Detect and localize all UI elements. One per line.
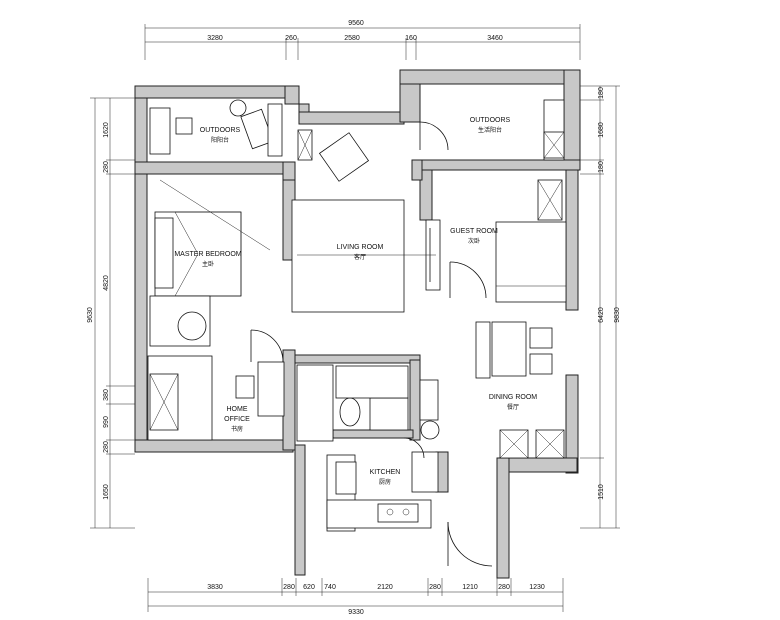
bottom-dim-5: 2120 — [377, 584, 393, 591]
entry-door-swing — [447, 521, 493, 567]
right-dim-4: 6420 — [598, 307, 605, 323]
walls — [134, 69, 581, 579]
kitchen-label: KITCHEN — [370, 469, 401, 476]
right-dim-2: 1680 — [598, 122, 605, 138]
right-dim-5: 1510 — [598, 484, 605, 500]
left-dim-1: 1620 — [103, 122, 110, 138]
left-dim-3: 4820 — [103, 275, 110, 291]
bottom-dim-7: 1210 — [462, 584, 478, 591]
kitchen-door-swing — [403, 437, 425, 459]
living-room-label: LIVING ROOM — [337, 244, 384, 251]
top-dim-1: 3280 — [207, 35, 223, 42]
bottom-dim-8: 280 — [498, 584, 510, 591]
office-chair — [235, 375, 255, 399]
left-dim-2: 280 — [103, 161, 110, 173]
bedroom-round-table — [177, 311, 207, 341]
kitchen-sink — [335, 461, 357, 495]
guest-door-swing — [449, 261, 487, 299]
bottom-dim-1: 3830 — [207, 584, 223, 591]
left-total-dim: 9630 — [87, 307, 94, 323]
outdoor-cabinet — [267, 103, 283, 157]
office-desk — [257, 361, 285, 417]
left-dim-4: 380 — [103, 389, 110, 401]
outdoor-stool — [229, 99, 247, 117]
home-office-label-line1: HOME — [227, 406, 248, 413]
living-room-label-cn: 客厅 — [354, 253, 366, 261]
outdoors-left-label: OUTDOORS — [200, 127, 241, 134]
bottom-dim-4: 740 — [324, 584, 336, 591]
bathroom-shower — [296, 364, 334, 442]
bottom-dim-3: 620 — [303, 584, 315, 591]
fridge — [411, 451, 439, 493]
bottom-dim-9: 1230 — [529, 584, 545, 591]
dining-room-label: DINING ROOM — [489, 394, 537, 401]
outdoor-table — [175, 117, 193, 135]
kitchen-label-cn: 厨房 — [379, 478, 391, 486]
top-dimensions: 9560 3280 260 2580 160 3460 — [144, 20, 581, 60]
right-dim-3: 180 — [598, 161, 605, 173]
master-bedroom-label: MASTER BEDROOM — [174, 251, 241, 258]
dining-chair-1 — [529, 327, 553, 349]
master-bed-pillows — [154, 217, 174, 289]
dining-chair-2 — [529, 353, 553, 375]
dining-table — [491, 321, 527, 377]
outdoors-left-label-cn: 阳阳台 — [211, 136, 229, 144]
top-dim-5: 3460 — [487, 35, 503, 42]
right-dimensions: 180 1680 180 6420 1510 9830 — [580, 85, 621, 529]
home-office-label-cn: 书房 — [231, 425, 243, 433]
living-rug — [291, 199, 405, 313]
dining-bench — [475, 321, 491, 379]
outdoors-right-label-cn: 生活阳台 — [478, 126, 502, 134]
bottom-total-dim: 9330 — [348, 609, 364, 616]
top-dim-2: 260 — [285, 35, 297, 42]
furniture — [147, 99, 567, 532]
dining-room-label-cn: 餐厅 — [507, 403, 519, 411]
master-bedroom-label-cn: 主卧 — [202, 260, 214, 268]
toilet — [339, 397, 361, 427]
top-dim-4: 160 — [405, 35, 417, 42]
guest-room-label-cn: 次卧 — [468, 237, 480, 245]
top-dim-3: 2580 — [344, 35, 360, 42]
left-dim-7: 1650 — [103, 484, 110, 500]
guest-room-label: GUEST ROOM — [450, 228, 498, 235]
right-total-dim: 9830 — [614, 307, 621, 323]
outdoor-lounge — [240, 108, 274, 150]
outdoors-right-label: OUTDOORS — [470, 117, 511, 124]
outdoor-chair-left — [149, 107, 171, 155]
left-dimensions: 9630 1620 280 4820 380 990 280 1650 — [87, 97, 135, 529]
office-door-swing — [250, 329, 284, 363]
bathroom-vanity — [369, 397, 409, 431]
top-total-dim: 9560 — [348, 20, 364, 27]
outdoor-door-swing — [419, 121, 449, 151]
bottom-dim-2: 280 — [283, 584, 295, 591]
left-dim-6: 280 — [103, 441, 110, 453]
home-office-label-line2: OFFICE — [224, 416, 250, 423]
room-labels: OUTDOORS 阳阳台 OUTDOORS 生活阳台 MASTER BEDROO… — [174, 117, 537, 486]
kitchen-hob — [377, 503, 419, 523]
bottom-dimensions: 3830 280 620 740 2120 280 1210 280 1230 … — [147, 578, 564, 616]
corridor-armchair — [318, 132, 370, 182]
doors — [250, 121, 493, 567]
bottom-dim-6: 280 — [429, 584, 441, 591]
left-dim-5: 990 — [103, 416, 110, 428]
washing-machine — [420, 420, 440, 440]
guest-bed — [495, 221, 567, 303]
right-dim-1: 180 — [598, 87, 605, 99]
